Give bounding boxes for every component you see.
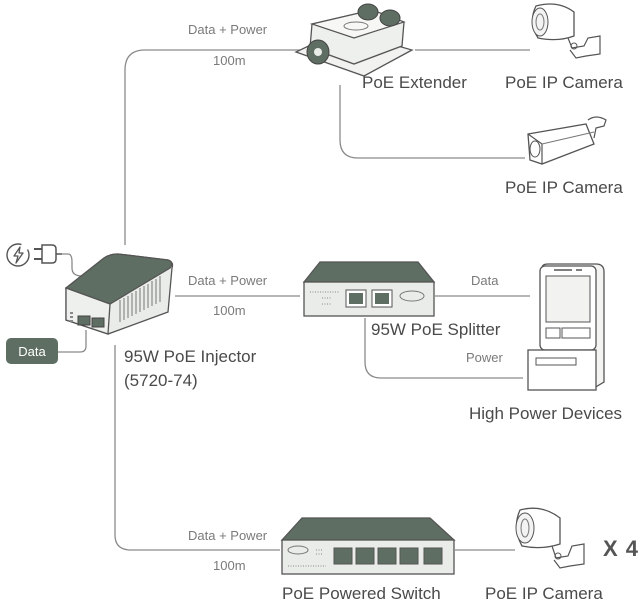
link-injector-extender	[124, 49, 300, 245]
power-cord	[62, 253, 92, 277]
power-bolt-icon	[6, 243, 30, 267]
camera-icon-2	[527, 116, 607, 165]
bottom-link-label: Data + Power	[188, 528, 268, 543]
extender-icon	[294, 3, 414, 77]
link-extender-camera2	[339, 85, 525, 159]
kiosk-device-icon	[527, 263, 605, 391]
camera1-label: PoE IP Camera	[505, 73, 623, 92]
middle-link-distance: 100m	[213, 303, 246, 318]
high-power-devices-label: High Power Devices	[469, 404, 623, 423]
camera2-label: PoE IP Camera	[505, 178, 623, 197]
link-splitter-power	[364, 318, 523, 379]
data-badge: Data	[6, 338, 58, 364]
bottom-link-distance: 100m	[213, 558, 246, 573]
injector-model: (5720-74)	[124, 371, 198, 390]
splitter-label: 95W PoE Splitter	[371, 320, 501, 339]
link-injector-data	[58, 330, 87, 353]
plug-icon	[34, 244, 62, 264]
camera-icon-1	[531, 3, 601, 59]
link-injector-switch	[114, 345, 280, 551]
quantity-label: X 4	[603, 536, 640, 561]
extender-label: PoE Extender	[362, 73, 467, 92]
splitter-power-label: Power	[466, 350, 503, 365]
middle-link-label: Data + Power	[188, 273, 268, 288]
splitter-icon	[302, 261, 436, 317]
switch-icon	[280, 517, 456, 575]
top-link-label: Data + Power	[188, 22, 268, 37]
switch-label: PoE Powered Switch	[282, 584, 441, 603]
injector-label: 95W PoE Injector	[124, 347, 257, 366]
injector-icon	[64, 253, 174, 335]
splitter-data-label: Data	[471, 273, 499, 288]
camera3-label: PoE IP Camera	[485, 584, 603, 603]
top-link-distance: 100m	[213, 53, 246, 68]
camera-icon-3	[515, 507, 585, 569]
